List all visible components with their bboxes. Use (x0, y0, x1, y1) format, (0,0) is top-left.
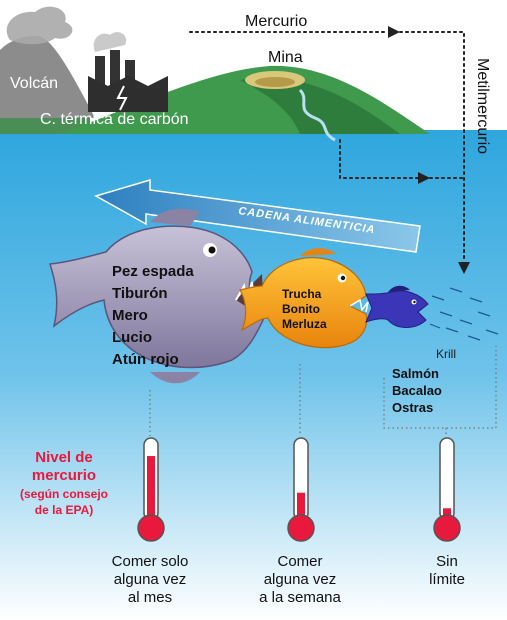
small-fish-list: Salmón Bacalao Ostras (392, 366, 442, 415)
recommendation-2: Comer alguna vez a la semana (259, 553, 341, 606)
species-name: Merluza (282, 317, 327, 331)
mine-pit-inner (255, 77, 295, 87)
label-krill: Krill (436, 347, 456, 361)
species-name: Bacalao (392, 383, 442, 398)
recommendation-line: alguna vez (114, 571, 187, 588)
mercury-arrowhead (388, 26, 400, 38)
level-line: de la EPA) (35, 503, 93, 517)
volcano-smoke (6, 6, 73, 45)
species-name: Trucha (282, 287, 322, 301)
level-line: (según consejo (20, 487, 108, 501)
species-name: Tiburón (112, 285, 168, 302)
recommendation-line: alguna vez (264, 571, 337, 588)
mine-hill-shade (240, 77, 400, 134)
label-termica: C. térmica de carbón (40, 111, 189, 128)
mine-stream (298, 88, 336, 142)
recommendation-line: Comer solo (112, 553, 189, 570)
food-chain-arrow (94, 178, 421, 253)
mercury-column (297, 492, 305, 524)
species-name: Mero (112, 307, 148, 324)
label-metilmercurio: Metilmercurio (474, 58, 491, 154)
species-name: Lucio (112, 329, 152, 346)
mercury-level-label: Nivel de mercurio (según consejo de la E… (20, 449, 108, 517)
runoff-path (339, 139, 419, 179)
label-volcan: Volcán (10, 75, 58, 92)
thermometer-2 (287, 437, 315, 542)
recommendation-line: Comer (277, 553, 322, 570)
volcano (0, 35, 95, 118)
krill-swarm (429, 287, 499, 341)
power-plant (88, 32, 168, 112)
methylmercury-path (399, 31, 465, 263)
species-name: Salmón (392, 366, 439, 381)
species-name: Ostras (392, 400, 433, 415)
guide-small (383, 346, 497, 436)
species-name: Bonito (282, 302, 320, 316)
recommendation-3: Sin límite (429, 553, 465, 588)
level-line: Nivel de (35, 449, 93, 466)
thermometer-3 (433, 437, 461, 542)
recommendation-line: límite (429, 571, 465, 588)
recommendation-line: a la semana (259, 589, 341, 606)
label-mina: Mina (268, 49, 303, 66)
species-name: Pez espada (112, 263, 194, 280)
species-name: Atún rojo (112, 351, 179, 368)
label-mercurio: Mercurio (245, 13, 307, 30)
recommendation-1: Comer solo alguna vez al mes (112, 553, 189, 606)
large-fish-list: Pez espada Tiburón Mero Lucio Atún rojo (112, 263, 194, 368)
methylmercury-arrowhead (458, 262, 470, 274)
medium-fish (239, 248, 369, 349)
level-line: mercurio (32, 467, 96, 484)
recommendation-line: Sin (436, 553, 458, 570)
runoff-arrowhead (418, 172, 430, 184)
medium-fish-list: Trucha Bonito Merluza (282, 287, 327, 331)
small-fish (365, 285, 429, 328)
thermometer-1 (137, 437, 165, 542)
recommendation-line: al mes (128, 589, 172, 606)
mercury-column (147, 456, 155, 524)
